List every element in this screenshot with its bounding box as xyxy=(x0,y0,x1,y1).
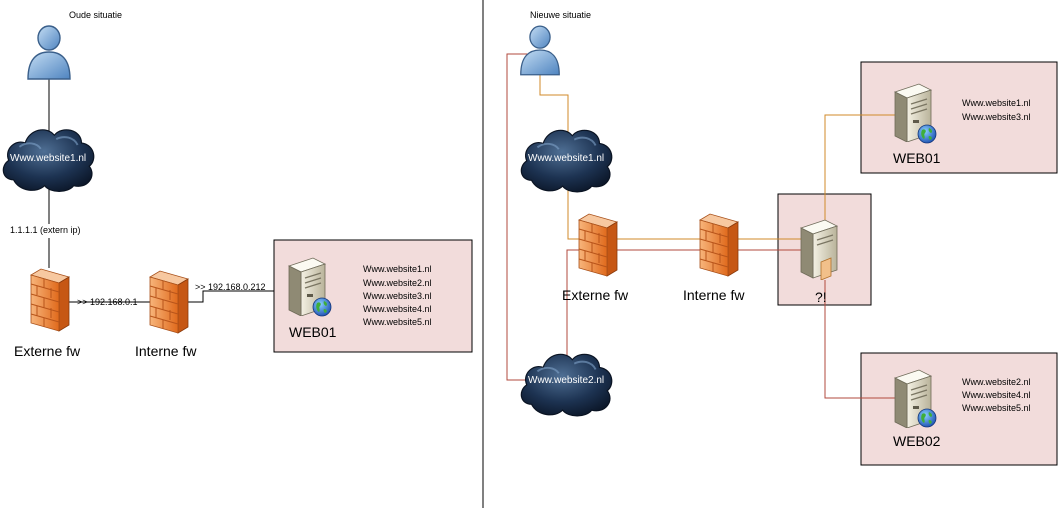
route-website2 xyxy=(506,53,810,381)
left-title: Oude situatie xyxy=(69,10,122,20)
web02-site: Www.website2.nl xyxy=(962,377,1031,387)
extern-ip-label: 1.1.1.1 (extern ip) xyxy=(10,225,81,235)
web01-site: Www.website3.nl xyxy=(962,112,1031,122)
link-fw-server xyxy=(186,290,300,303)
ip-to-server: >> 192.168.0.212 xyxy=(195,282,266,292)
route-website1 xyxy=(539,54,810,240)
web02-globe-icon xyxy=(917,408,937,428)
web01-box xyxy=(860,61,1058,174)
web02-label: WEB02 xyxy=(893,433,941,449)
globe-icon xyxy=(312,297,332,317)
web01-globe-icon xyxy=(917,124,937,144)
external-firewall-icon-new xyxy=(578,213,618,277)
external-firewall-icon xyxy=(30,268,70,332)
route-proxy-web01 xyxy=(824,114,918,239)
route-proxy-web02 xyxy=(824,280,918,399)
external-firewall-label-new: Externe fw xyxy=(562,287,629,303)
cloud-label: Www.website1.nl xyxy=(10,153,86,164)
internal-firewall-label-new: Interne fw xyxy=(683,287,745,303)
internal-firewall-icon-new xyxy=(699,213,739,277)
web02-site: Www.website4.nl xyxy=(962,390,1031,400)
cloud-label-1: Www.website1.nl xyxy=(528,153,604,164)
site-item: Www.website5.nl xyxy=(363,317,432,327)
internal-firewall-label: Interne fw xyxy=(135,343,197,359)
site-item: Www.website2.nl xyxy=(363,278,432,288)
right-title: Nieuwe situatie xyxy=(530,10,591,20)
site-item: Www.website3.nl xyxy=(363,291,432,301)
server-label: WEB01 xyxy=(289,324,337,340)
site-item: Www.website1.nl xyxy=(363,264,432,274)
web02-site: Www.website5.nl xyxy=(962,403,1031,413)
proxy-server-icon xyxy=(800,219,838,280)
cloud-label-2: Www.website2.nl xyxy=(528,375,604,386)
web01-site: Www.website1.nl xyxy=(962,98,1031,108)
web01-label: WEB01 xyxy=(893,150,941,166)
user-icon xyxy=(27,25,71,80)
ip-between-firewalls: >> 192.168.0.1 xyxy=(77,297,138,307)
site-item: Www.website4.nl xyxy=(363,304,432,314)
proxy-label: ?! xyxy=(815,289,827,305)
web02-box xyxy=(860,352,1058,466)
user-icon-new xyxy=(520,25,560,76)
internal-firewall-icon xyxy=(149,270,189,334)
external-firewall-label: Externe fw xyxy=(14,343,81,359)
